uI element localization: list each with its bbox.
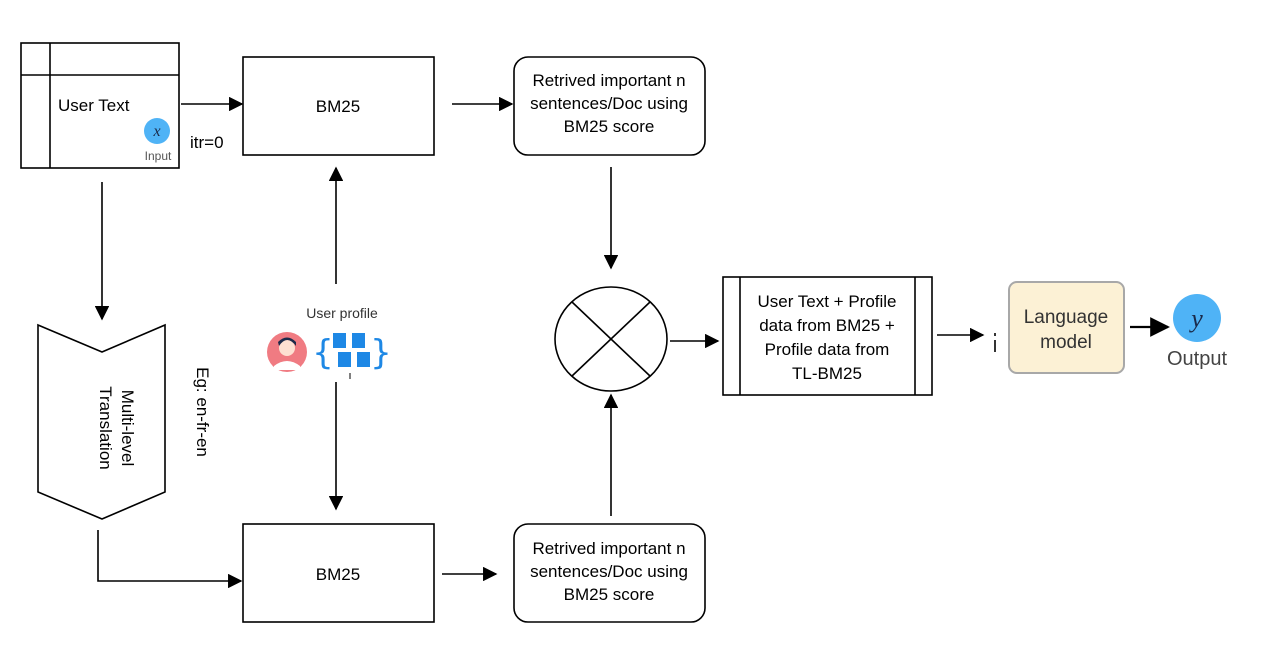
combined-box: User Text + Profile data from BM25 + Pro…	[722, 276, 933, 396]
language-model-line-1: Language	[1024, 307, 1109, 328]
translation-line-1: Multi-level	[118, 390, 137, 467]
user-profile-label: User profile	[306, 305, 378, 321]
arrow-translation-to-bm25-bottom	[97, 530, 243, 589]
combine-node	[554, 286, 668, 392]
output-icon-letter: y	[1188, 304, 1203, 333]
combined-line-2: data from BM25 +	[759, 316, 895, 335]
combined-line-4: TL-BM25	[792, 364, 862, 383]
retrieved-top-line-2: sentences/Doc using	[530, 94, 688, 113]
translation-example: Eg: en-fr-en	[193, 367, 212, 457]
translation-line-2: Translation	[96, 386, 115, 469]
combined-line-1: User Text + Profile	[757, 292, 896, 311]
language-model-box: Language model	[1008, 281, 1125, 374]
retrieved-bottom-line-3: BM25 score	[564, 585, 655, 604]
bm25-top-box: BM25	[242, 56, 435, 156]
user-profile: User profile { }	[267, 305, 392, 379]
iteration-label: itr=0	[190, 133, 224, 152]
output-label: Output	[1167, 348, 1227, 370]
retrieved-top-box: Retrived important n sentences/Doc using…	[513, 56, 706, 156]
input-icon	[144, 118, 170, 144]
combined-line-3: Profile data from	[765, 340, 890, 359]
bm25-bottom-label: BM25	[316, 565, 360, 584]
bm25-top-label: BM25	[316, 97, 360, 116]
user-text-label: User Text	[58, 96, 130, 115]
bm25-bottom-box: BM25	[242, 523, 435, 623]
retrieved-bottom-line-1: Retrived important n	[532, 539, 685, 558]
language-model-line-2: model	[1040, 332, 1092, 353]
retrieved-top-line-1: Retrived important n	[532, 71, 685, 90]
avatar-icon	[267, 332, 307, 372]
output-node: y Output	[1167, 294, 1227, 370]
input-caption: Input	[145, 149, 172, 163]
retrieved-bottom-box: Retrived important n sentences/Doc using…	[513, 523, 706, 623]
input-icon-letter: x	[152, 123, 160, 140]
retrieved-bottom-line-2: sentences/Doc using	[530, 562, 688, 581]
output-icon	[1173, 294, 1221, 342]
connectors	[94, 96, 1170, 589]
svg-text:{: {	[312, 333, 334, 373]
retrieved-top-line-3: BM25 score	[564, 117, 655, 136]
translation-shape: Multi-level Translation	[37, 323, 166, 520]
svg-text:}: }	[370, 333, 392, 373]
user-text-box: User Text x Input	[20, 42, 180, 169]
documents-icon: { }	[312, 333, 392, 379]
